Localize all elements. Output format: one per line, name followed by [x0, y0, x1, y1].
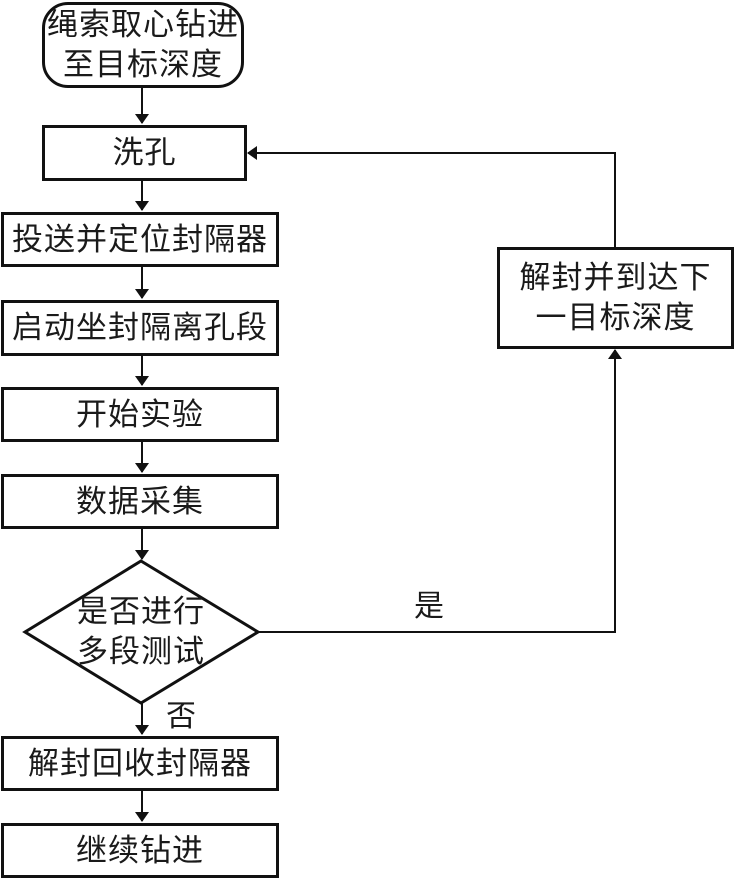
step-start-experiment: 开始实验 — [1, 387, 279, 442]
step-next-depth-line1: 解封并到达下 — [519, 260, 712, 296]
step-retrieve-packer: 解封回收封隔器 — [1, 736, 279, 791]
step-deploy-packer-label: 投送并定位封隔器 — [12, 221, 268, 258]
decision-text: 是否进行 多段测试 — [61, 592, 221, 672]
step-next-depth-line2: 一目标深度 — [535, 300, 696, 336]
arrow-loop-back-to-wash — [247, 146, 616, 248]
branch-no-label: 否 — [166, 699, 196, 734]
step-activate-packer: 启动坐封隔离孔段 — [1, 300, 279, 356]
step-start-experiment-label: 开始实验 — [76, 396, 204, 433]
decision-line2: 多段测试 — [77, 634, 205, 670]
arrow-decision-yes — [258, 349, 622, 633]
step-activate-packer-label: 启动坐封隔离孔段 — [12, 310, 268, 346]
start-node-line1: 绳索取心钻进 — [47, 7, 239, 43]
start-node-line2: 至目标深度 — [63, 47, 223, 83]
start-node: 绳索取心钻进 至目标深度 — [42, 2, 244, 88]
step-deploy-packer: 投送并定位封隔器 — [1, 212, 279, 267]
decision-diamond — [22, 559, 261, 705]
branch-yes-label: 是 — [414, 589, 444, 624]
step-data-collection: 数据采集 — [1, 474, 279, 529]
step-wash-hole-label: 洗孔 — [112, 135, 177, 171]
decision-line1: 是否进行 — [77, 594, 205, 630]
step-wash-hole: 洗孔 — [42, 125, 247, 181]
step-next-depth: 解封并到达下 一目标深度 — [497, 247, 734, 349]
step-data-collection-label: 数据采集 — [76, 483, 204, 520]
step-retrieve-packer-label: 解封回收封隔器 — [28, 745, 252, 782]
step-continue-drilling-label: 继续钻进 — [76, 832, 204, 869]
step-continue-drilling: 继续钻进 — [1, 823, 279, 878]
